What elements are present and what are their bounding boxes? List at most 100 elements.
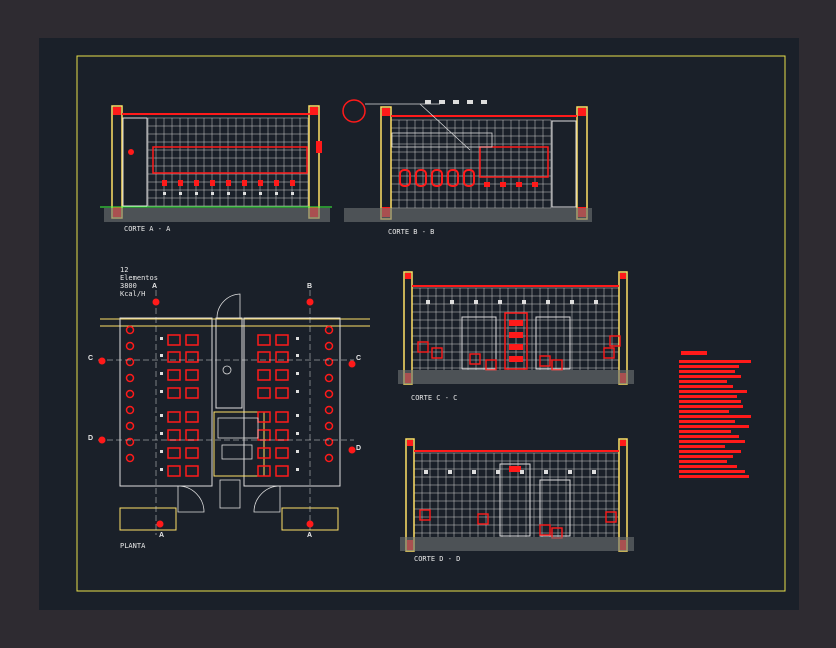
basin-mark	[324, 373, 334, 383]
sink-mark	[484, 182, 490, 187]
section-aa-drawing	[100, 105, 332, 222]
legend-text-line	[679, 430, 731, 433]
section-cc-fixtures	[405, 273, 626, 383]
cut-marker-a-top: A	[152, 283, 158, 290]
wc-mark	[167, 351, 181, 363]
section-bb-gridlines	[390, 119, 552, 209]
tile-mark	[522, 300, 526, 304]
drain-mark	[222, 365, 232, 375]
wc-mark	[275, 351, 289, 363]
section-aa-left-door	[122, 117, 148, 207]
section-dd-door	[499, 463, 531, 537]
section-cc-door-left	[461, 316, 497, 370]
tile-mark	[160, 337, 163, 340]
tile-mark	[160, 468, 163, 471]
wc-mark	[167, 447, 181, 459]
plan-right-block	[243, 317, 341, 487]
legend-text-line	[679, 405, 743, 408]
legend-text-line	[679, 365, 739, 368]
cabinet-shelf	[509, 356, 523, 362]
wc-mark	[275, 334, 289, 346]
tile-mark	[426, 300, 430, 304]
basin-mark	[125, 405, 135, 415]
legend-text-line	[679, 385, 733, 388]
wc-mark	[275, 411, 289, 423]
basin-mark	[324, 389, 334, 399]
basin-mark	[324, 325, 334, 335]
wc-mark	[185, 411, 199, 423]
legend-header	[681, 351, 707, 355]
tile-mark	[296, 337, 299, 340]
section-dd-drawing	[400, 438, 634, 552]
tile-mark	[296, 432, 299, 435]
wc-mark	[257, 351, 271, 363]
lavatory-mark	[242, 180, 247, 186]
wc-mark	[275, 369, 289, 381]
legend-text-line	[679, 475, 749, 478]
service-cabinet	[221, 444, 253, 460]
wc-mark	[167, 387, 181, 399]
tile-mark	[520, 470, 524, 474]
fixture-mark	[477, 513, 489, 525]
column-cap	[113, 107, 121, 115]
basin-mark	[125, 453, 135, 463]
wc-mark	[185, 369, 199, 381]
cut-marker-dot	[306, 298, 314, 306]
cabinet-shelf	[509, 320, 523, 326]
tile-mark	[296, 414, 299, 417]
basin-mark	[324, 405, 334, 415]
column-cap	[578, 108, 586, 116]
section-bb-label: CORTE B - B	[388, 228, 435, 236]
legend-text-line	[679, 450, 741, 453]
section-cc-central-cabinet	[504, 312, 528, 370]
fixture-mark	[539, 524, 551, 536]
tile-mark	[498, 300, 502, 304]
plan-fixtures	[125, 325, 334, 477]
legend-text-line	[679, 425, 749, 428]
tile-mark	[472, 470, 476, 474]
tile-mark	[296, 450, 299, 453]
basin-mark	[125, 437, 135, 447]
cut-marker-dot	[348, 360, 356, 368]
cabinet-shelf	[509, 332, 523, 338]
wc-mark	[257, 387, 271, 399]
pipe-run	[391, 132, 493, 148]
lavatory-mark	[178, 180, 183, 186]
wc-mark	[275, 387, 289, 399]
plan-label: PLANTA	[120, 542, 146, 550]
tile-mark	[160, 372, 163, 375]
fixture-mark	[603, 347, 615, 359]
lavatory-mark	[290, 180, 295, 186]
legend-text-line	[679, 435, 739, 438]
tile-mark	[243, 192, 246, 195]
legend-block	[679, 351, 751, 478]
section-cc-drawing	[398, 271, 634, 385]
section-aa-gridlines	[147, 117, 309, 207]
tile-mark	[160, 432, 163, 435]
section-bb-leader-2	[419, 103, 471, 151]
basin-mark	[324, 357, 334, 367]
wc-mark	[185, 387, 199, 399]
basin-mark	[324, 453, 334, 463]
plan-left-block	[119, 317, 213, 487]
cut-marker-dot	[98, 436, 106, 444]
section-bb-right-door	[551, 120, 577, 208]
column-cap	[310, 107, 318, 115]
section-aa-label: CORTE A - A	[124, 225, 171, 233]
section-dd-ground	[400, 537, 634, 551]
sink-mark	[532, 182, 538, 187]
fixture-mark	[417, 341, 429, 353]
wc-mark	[167, 334, 181, 346]
tile-mark	[474, 300, 478, 304]
tile-mark	[296, 468, 299, 471]
cut-marker-dot	[98, 357, 106, 365]
legend-text-line	[679, 470, 745, 473]
fixture-mark	[609, 335, 621, 347]
legend-text-line	[679, 445, 725, 448]
plan-note-unit: Kcal/H	[120, 290, 146, 298]
tile-mark	[568, 470, 572, 474]
wc-mark	[167, 369, 181, 381]
section-aa-mirror-band	[152, 146, 308, 174]
cut-marker-b-bottom: A	[307, 532, 313, 539]
